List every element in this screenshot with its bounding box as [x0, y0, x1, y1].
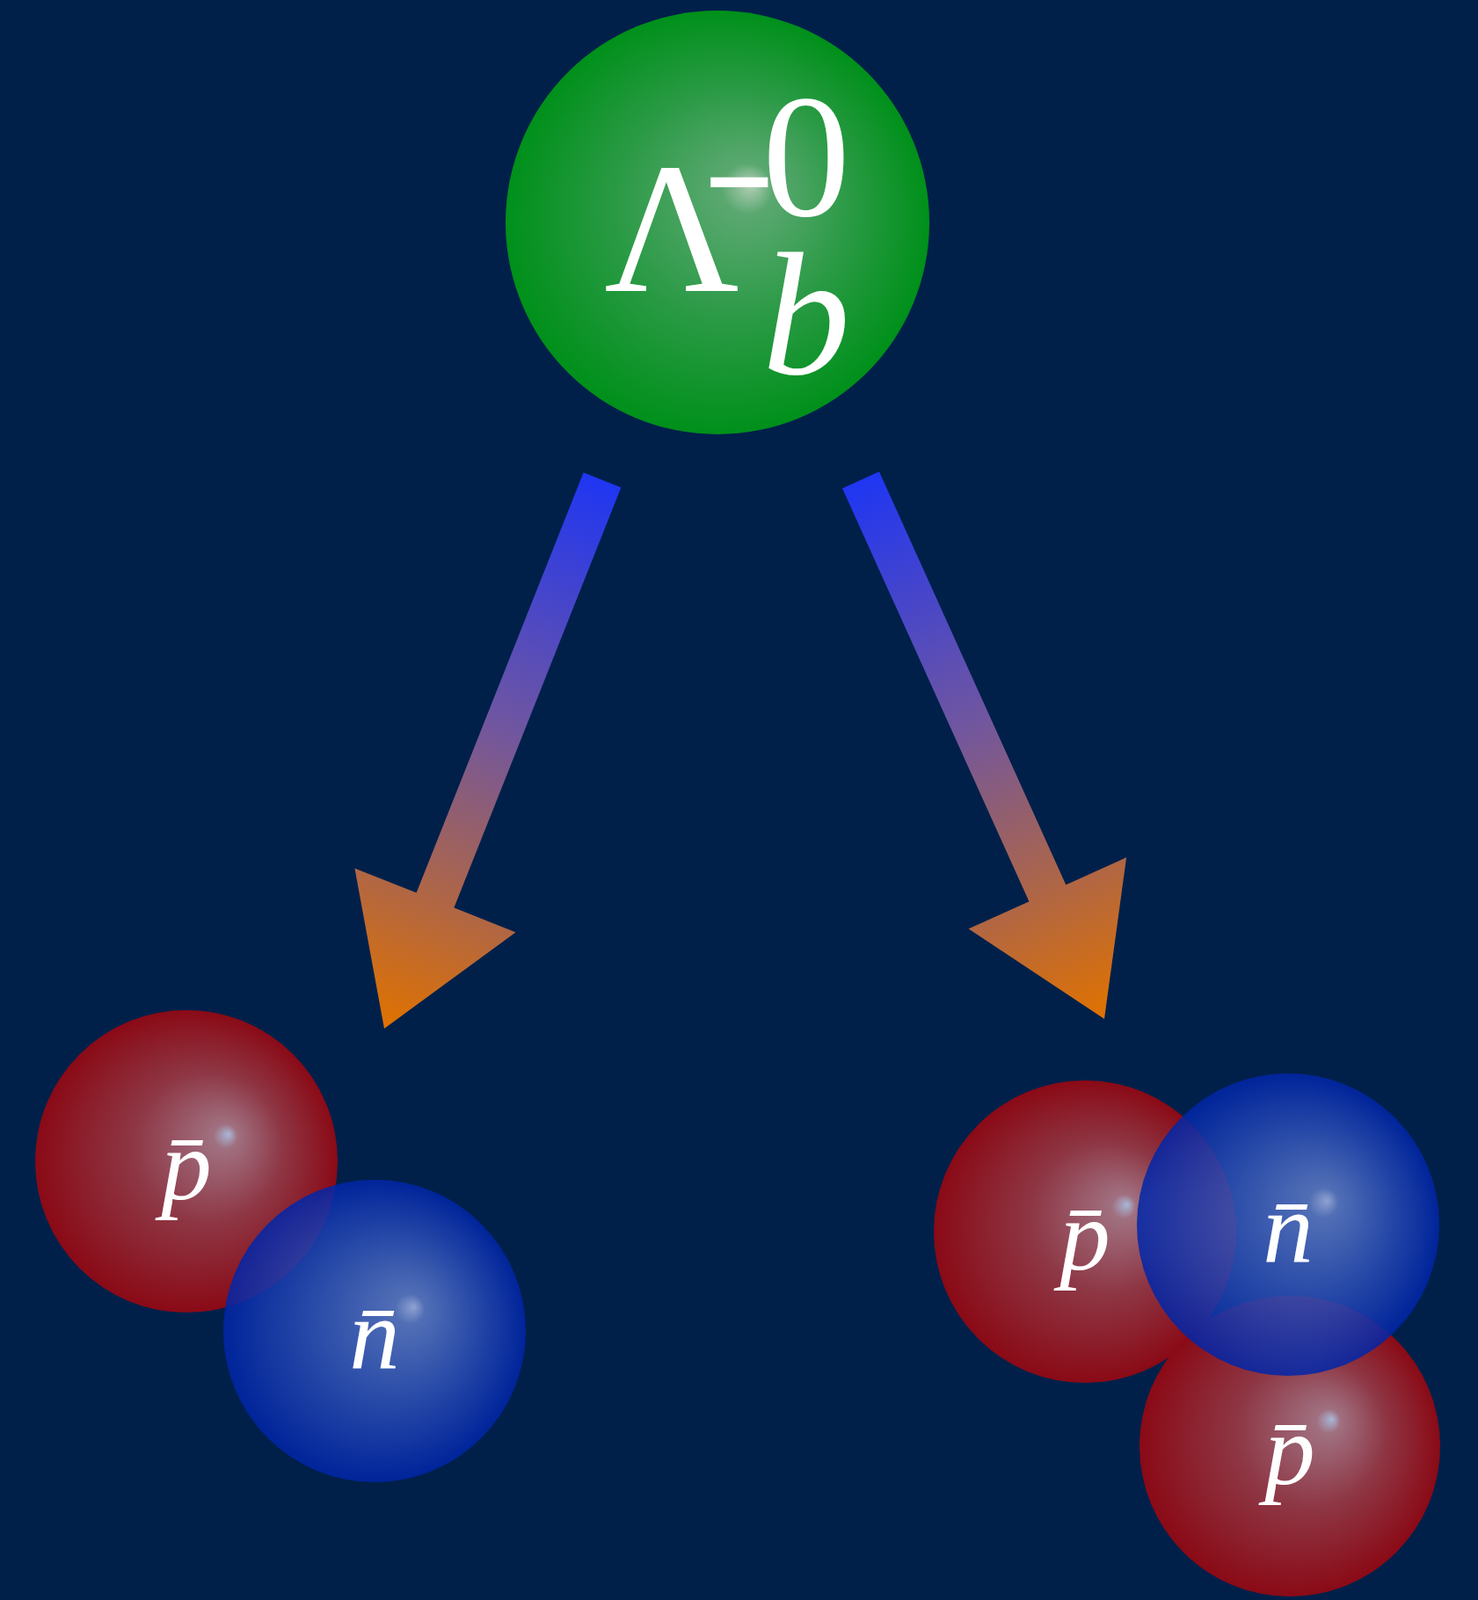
circle-fill	[223, 1179, 526, 1483]
particle-symbol: Λ̄	[604, 135, 740, 322]
particle-symbol: p̄	[1264, 1399, 1316, 1501]
particle-symbol: n̄	[1262, 1178, 1314, 1280]
circle-fill	[1139, 1295, 1441, 1597]
decay-arrow	[842, 472, 1127, 1020]
particle-symbol: p̄	[1059, 1185, 1111, 1287]
baryon-circle: Λ̄0b	[505, 10, 930, 435]
decay-arrow	[354, 473, 621, 1029]
particle-symbol: n̄	[349, 1284, 401, 1386]
particle-symbol: b	[762, 226, 851, 403]
circle-fill	[505, 10, 930, 435]
antineutron-circle: n̄	[223, 1179, 526, 1483]
particle-symbol: p̄	[160, 1114, 212, 1216]
circle-fill	[1136, 1073, 1440, 1377]
particle-symbol: 0	[762, 68, 851, 245]
antineutron-circle: n̄	[1136, 1073, 1440, 1377]
